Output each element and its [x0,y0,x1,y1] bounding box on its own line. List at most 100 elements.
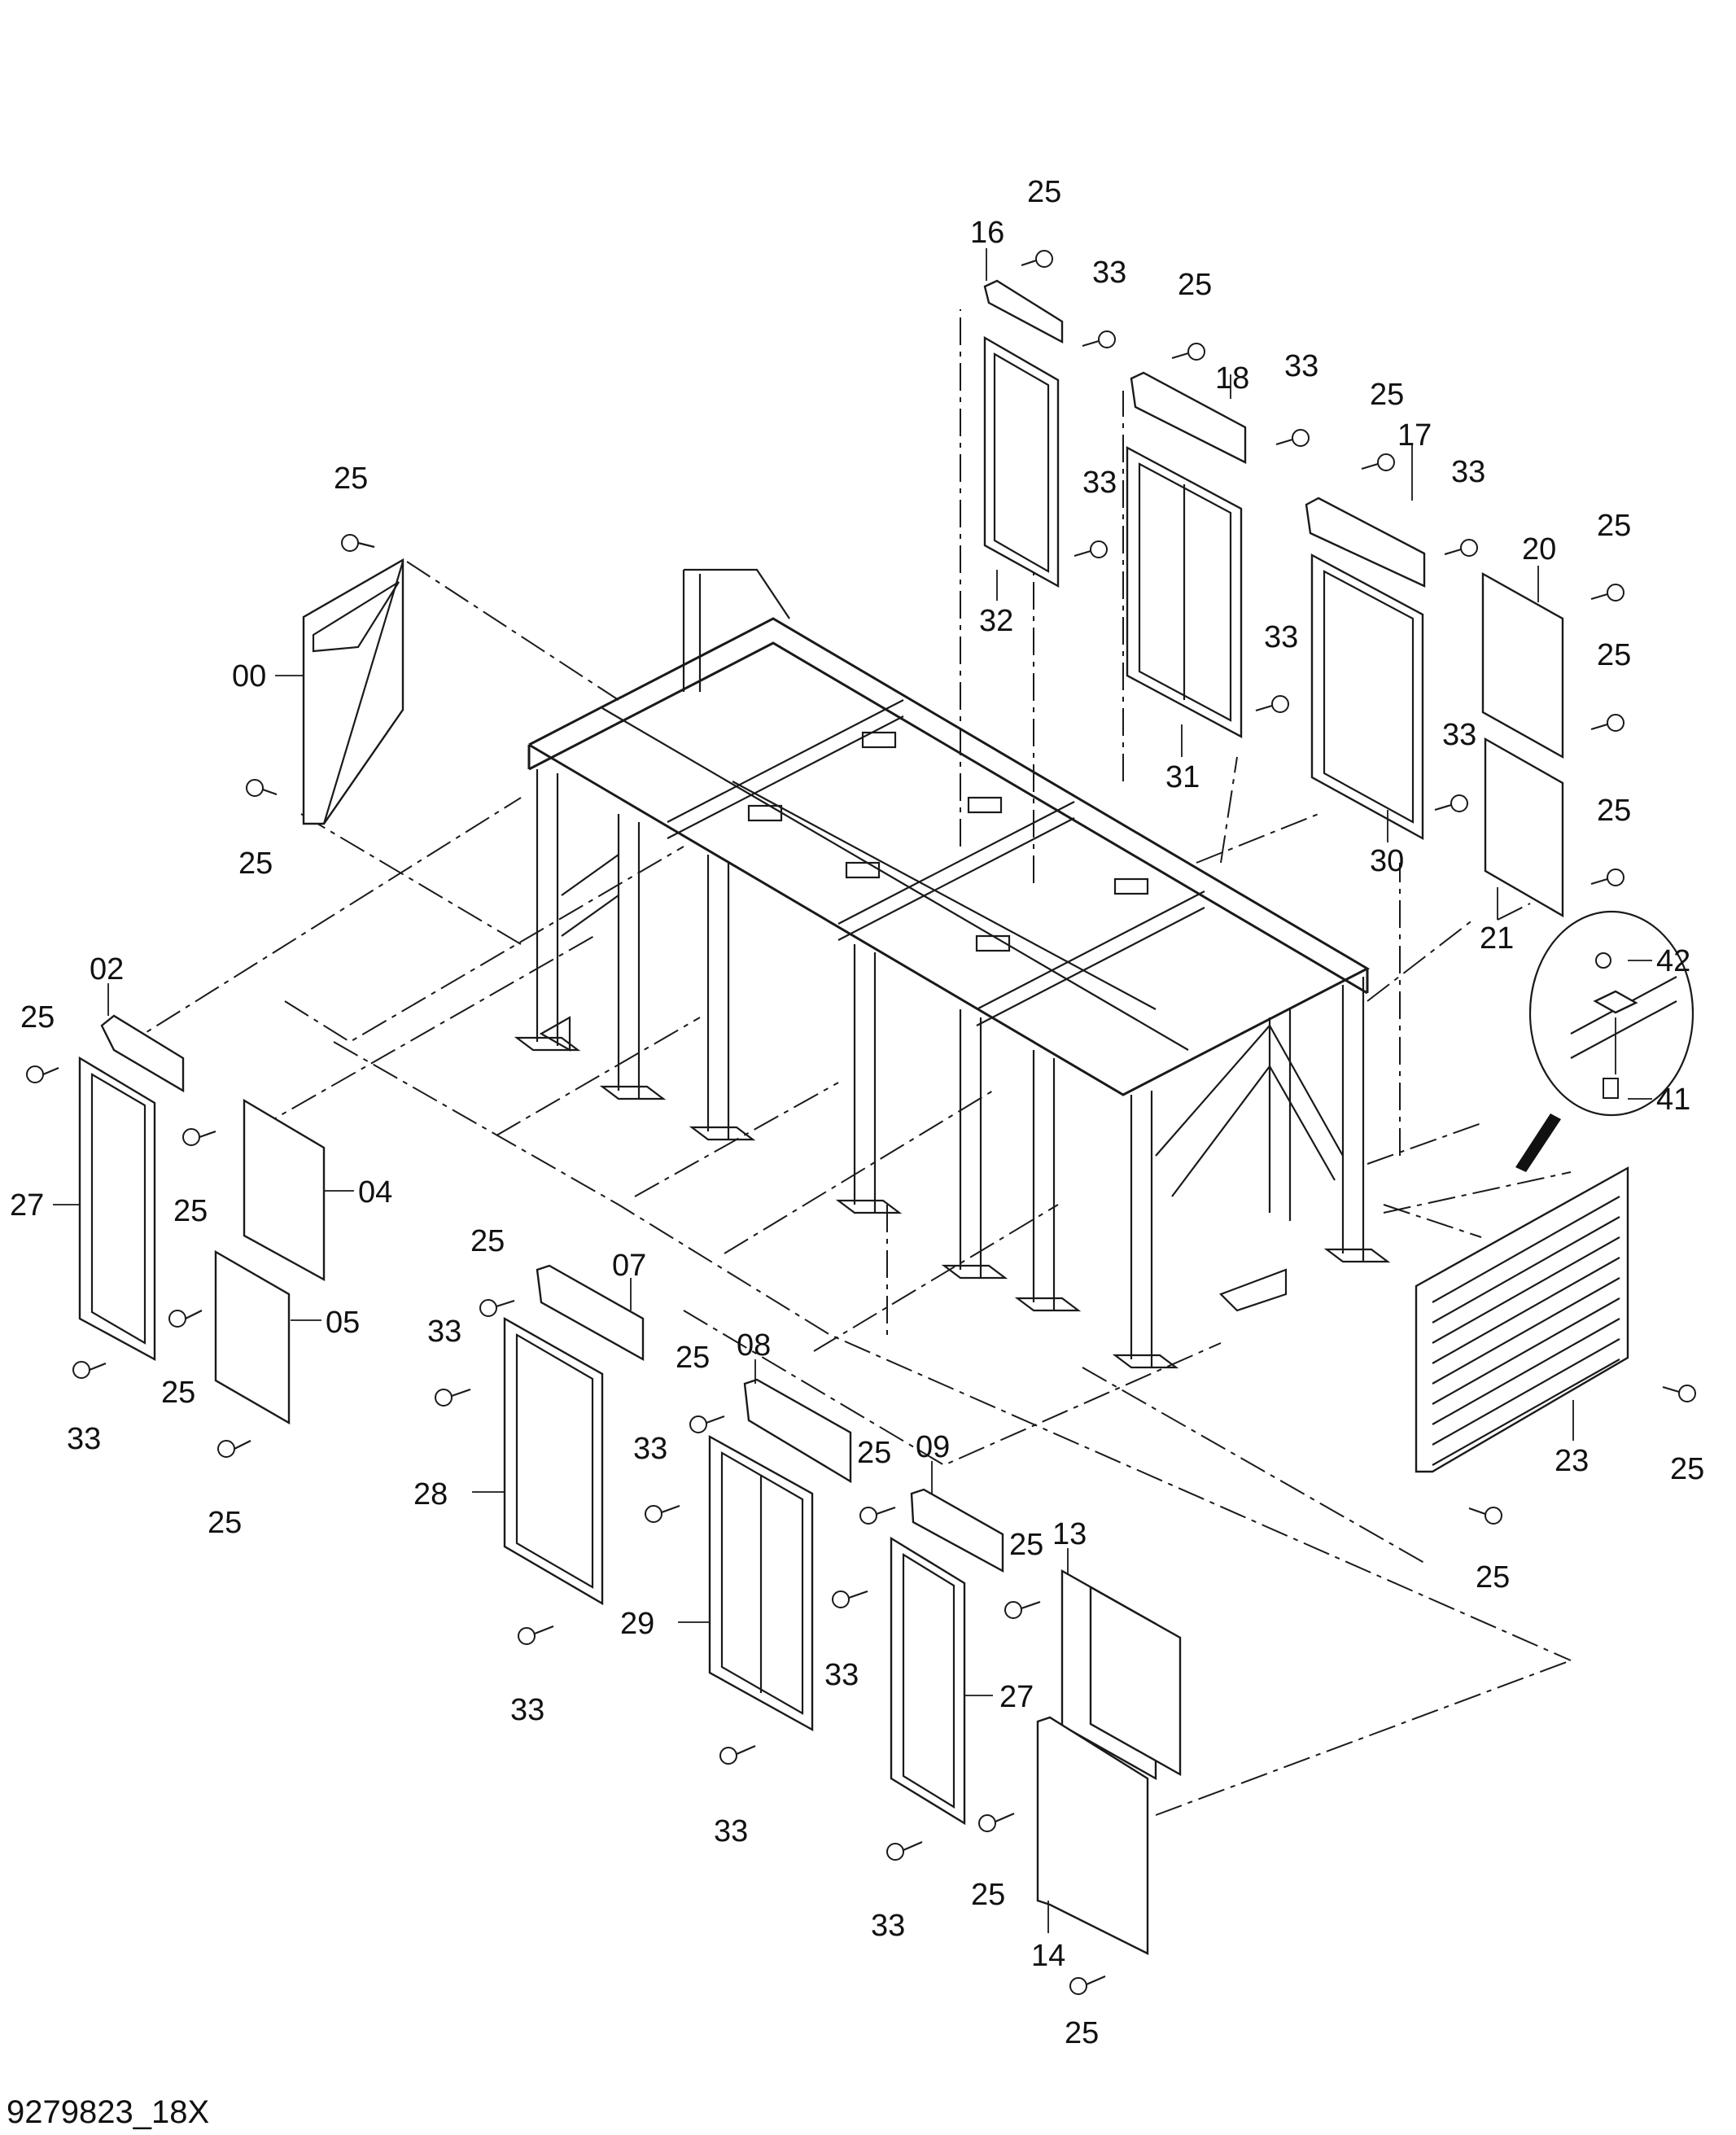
door-panel-31 [1126,445,1243,739]
door-panel-28-right [890,1536,966,1826]
callout-25: 25 [1178,268,1212,302]
callout-25: 25 [1065,2016,1099,2050]
callout-04: 04 [358,1175,392,1210]
callout-33: 33 [1264,620,1298,654]
callout-33: 33 [871,1909,905,1943]
bolt [1074,540,1108,558]
callout-41: 41 [1656,1083,1690,1117]
callout-27: 30 [1370,844,1404,878]
bolt [168,1310,203,1328]
callout-21: 21 [1480,921,1514,956]
callout-25: 25 [1670,1452,1704,1486]
callout-31: 31 [1165,760,1200,794]
bolt [518,1625,554,1645]
callout-25: 25 [1597,509,1631,543]
bolt [72,1361,107,1379]
bolt [1468,1507,1502,1525]
callout-30: 29 [620,1607,654,1641]
bolt [1004,1600,1041,1619]
bolt [719,1744,756,1765]
callout-28-left: 27 [10,1188,44,1223]
panel-21 [1484,737,1564,918]
panel-14 [1036,1716,1149,1955]
callout-08: 08 [737,1328,771,1363]
callout-29: 28 [413,1477,448,1512]
callout-33: 33 [714,1814,748,1848]
callout-25: 25 [1597,638,1631,672]
bolt [1021,250,1053,268]
bracket-07 [536,1264,645,1362]
bolt [246,779,278,797]
callout-33: 33 [1092,256,1126,290]
callout-02: 02 [90,952,124,987]
support-frame [514,568,1391,1369]
callout-25: 25 [238,847,273,881]
callout-33: 33 [1442,718,1476,752]
bolt [832,1590,868,1608]
callout-25: 25 [676,1341,710,1375]
bolt [217,1440,251,1458]
callout-05: 05 [326,1306,360,1340]
bolt [1590,584,1624,602]
bracket-16 [983,279,1064,343]
callout-33: 33 [427,1315,461,1349]
bolts [26,250,1696,1995]
door-panel-27 [1310,553,1424,841]
callout-25: 25 [1597,794,1631,828]
panel-00 [302,558,404,825]
callout-00: 00 [232,659,266,693]
callout-23: 23 [1555,1444,1589,1478]
callout-25: 25 [208,1506,242,1540]
callout-13: 13 [1052,1517,1087,1551]
panel-05 [214,1249,291,1425]
bolt [886,1840,923,1861]
callout-25: 25 [1009,1528,1043,1562]
callout-25: 25 [857,1436,891,1470]
bolt [341,534,375,552]
callout-33: 33 [1284,349,1318,383]
bracket-17 [1305,497,1426,588]
bolt [689,1415,725,1433]
bolt [1275,429,1310,447]
bracket-09 [910,1488,1004,1573]
callout-33: 33 [824,1658,859,1692]
panel-13 [1060,1568,1182,1781]
callout-25: 25 [173,1194,208,1228]
door-panel-30 [708,1434,814,1732]
callout-25: 25 [1370,378,1404,412]
callout-17: 17 [1397,418,1432,453]
callout-07: 07 [612,1249,646,1283]
panel-20 [1481,571,1564,759]
screen-23 [1415,1166,1629,1473]
bolt [435,1388,471,1407]
bolt [1590,714,1624,732]
bolt [1255,695,1289,713]
callout-32: 32 [979,604,1013,638]
bracket-02 [100,1014,185,1093]
bolt [1082,330,1116,348]
bolt [1434,794,1468,812]
callout-33: 33 [67,1422,101,1456]
door-panel-29 [503,1316,604,1606]
callout-25: 25 [1476,1560,1510,1595]
callout-16: 16 [970,216,1004,250]
callout-33: 33 [633,1432,667,1466]
panel-04 [243,1098,326,1282]
callout-14: 14 [1031,1939,1065,1973]
callout-18: 18 [1215,361,1249,396]
bolt [26,1065,59,1083]
bolt [1590,868,1624,886]
callout-09: 09 [916,1430,950,1464]
callout-25: 25 [470,1224,505,1258]
bolt [859,1506,896,1525]
bolt [1171,343,1205,361]
callout-20: 20 [1522,532,1556,567]
detail-inset [1515,910,1694,1172]
callout-labels: 25 25 25 25 25 25 25 25 25 25 25 25 25 2… [10,175,1704,2050]
callout-33: 33 [1451,455,1485,489]
callout-42: 42 [1656,944,1690,978]
callout-25: 25 [334,462,368,496]
callout-25: 25 [971,1878,1005,1912]
callout-28-right: 27 [999,1680,1034,1714]
callout-33: 33 [510,1693,544,1727]
